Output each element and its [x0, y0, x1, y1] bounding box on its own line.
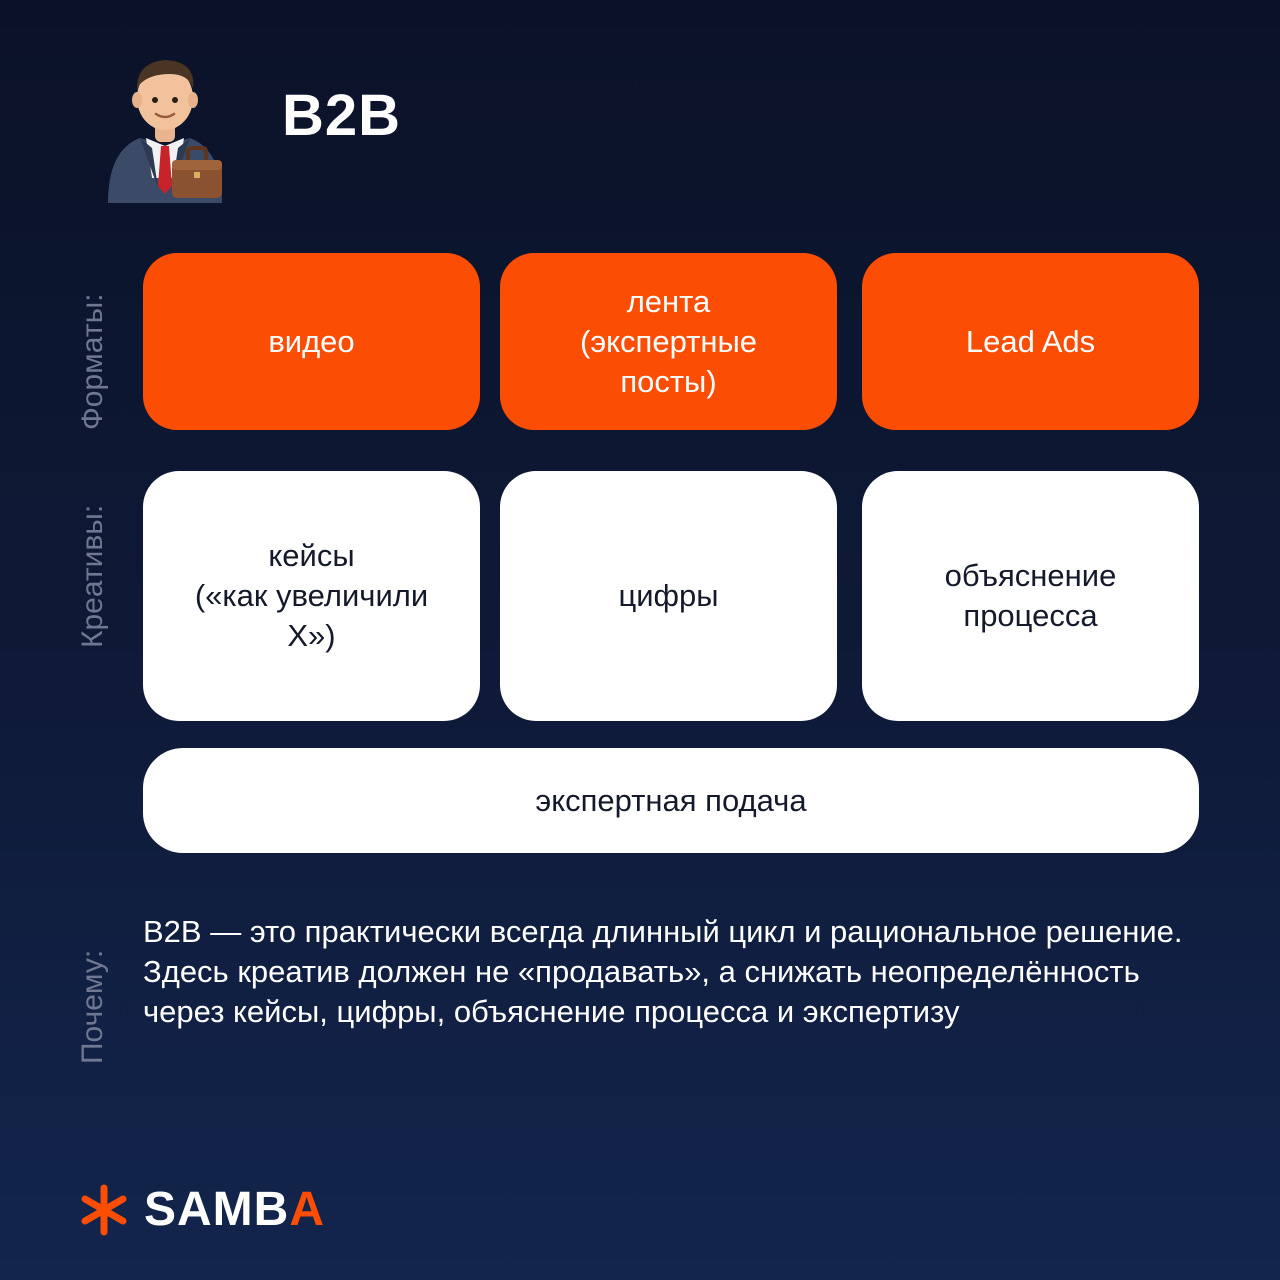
logo-word-main: SAMB [144, 1183, 290, 1236]
why-label: Почему: [76, 949, 109, 1064]
format-card-lead-ads: Lead Ads [862, 253, 1199, 430]
expert-delivery-card: экспертная подача [143, 748, 1199, 853]
creative-card-label: кейсы («как увеличили X») [194, 538, 429, 653]
asterisk-icon [81, 1184, 127, 1235]
expert-delivery-label: экспертная подача [535, 782, 807, 818]
creative-card-numbers: цифры [500, 471, 837, 721]
format-card-label: лента (экспертные посты) [580, 283, 757, 399]
logo-word-accent: A [289, 1183, 325, 1236]
creatives-label: Креативы: [76, 504, 109, 648]
logo-wordmark: SAMBA [144, 1182, 325, 1237]
samba-logo: SAMBA [78, 1182, 325, 1237]
format-card-video: видео [143, 253, 480, 430]
creative-card-process: объяснение процесса [862, 471, 1199, 721]
format-card-feed: лента (экспертные посты) [500, 253, 837, 430]
creative-card-label: цифры [618, 578, 719, 613]
page-title: B2B [282, 83, 402, 148]
why-paragraph: B2B — это практически всегда длинный цик… [143, 914, 1183, 1029]
creative-card-label: объяснение процесса [944, 558, 1117, 633]
format-card-label: Lead Ads [965, 323, 1096, 359]
creative-card-cases: кейсы («как увеличили X») [143, 471, 480, 721]
businessman-avatar-icon [108, 60, 222, 203]
formats-label: Форматы: [76, 293, 109, 430]
format-card-label: видео [268, 323, 355, 359]
